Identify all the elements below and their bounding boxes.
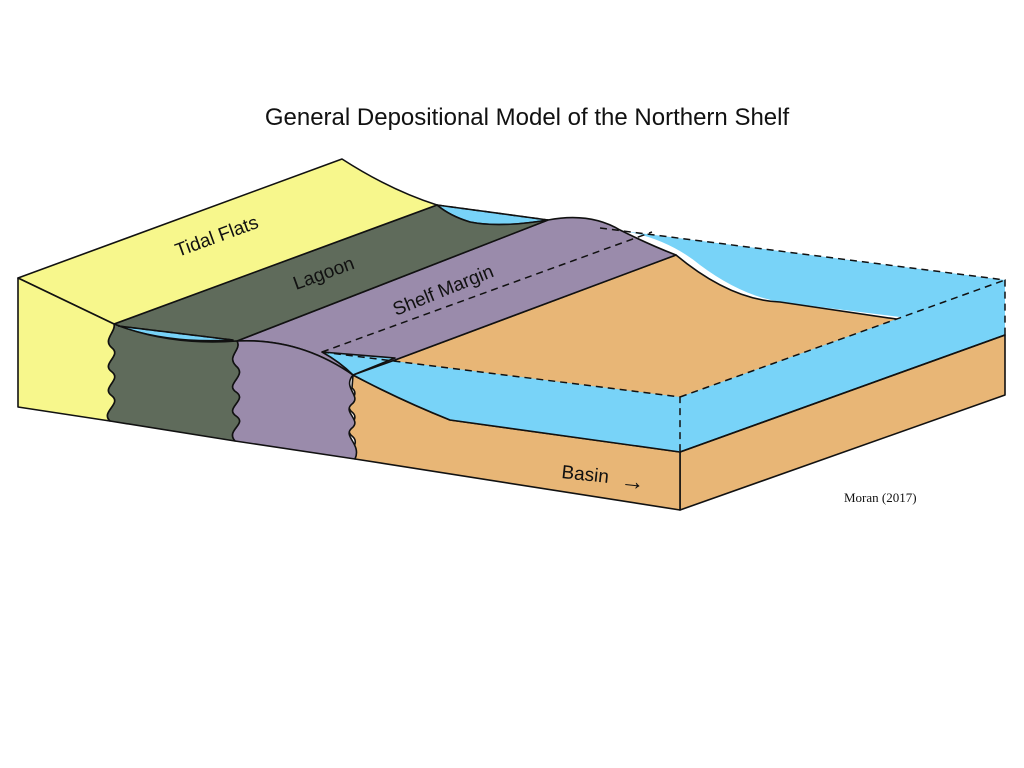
back-water-basin: [600, 228, 1005, 330]
lagoon-front: [106, 323, 241, 442]
tidal-flats-front: [17, 277, 116, 422]
basin-arrow-icon: →: [619, 467, 646, 496]
front-water-face: [322, 352, 680, 452]
citation: Moran (2017): [844, 490, 917, 505]
tidal-flats-top: [17, 158, 438, 325]
right-water-face: [680, 280, 1005, 452]
label-basin: Basin: [560, 462, 609, 488]
diagram-title: General Depositional Model of the Northe…: [264, 104, 790, 131]
water-surface-lines: [117, 204, 1006, 452]
